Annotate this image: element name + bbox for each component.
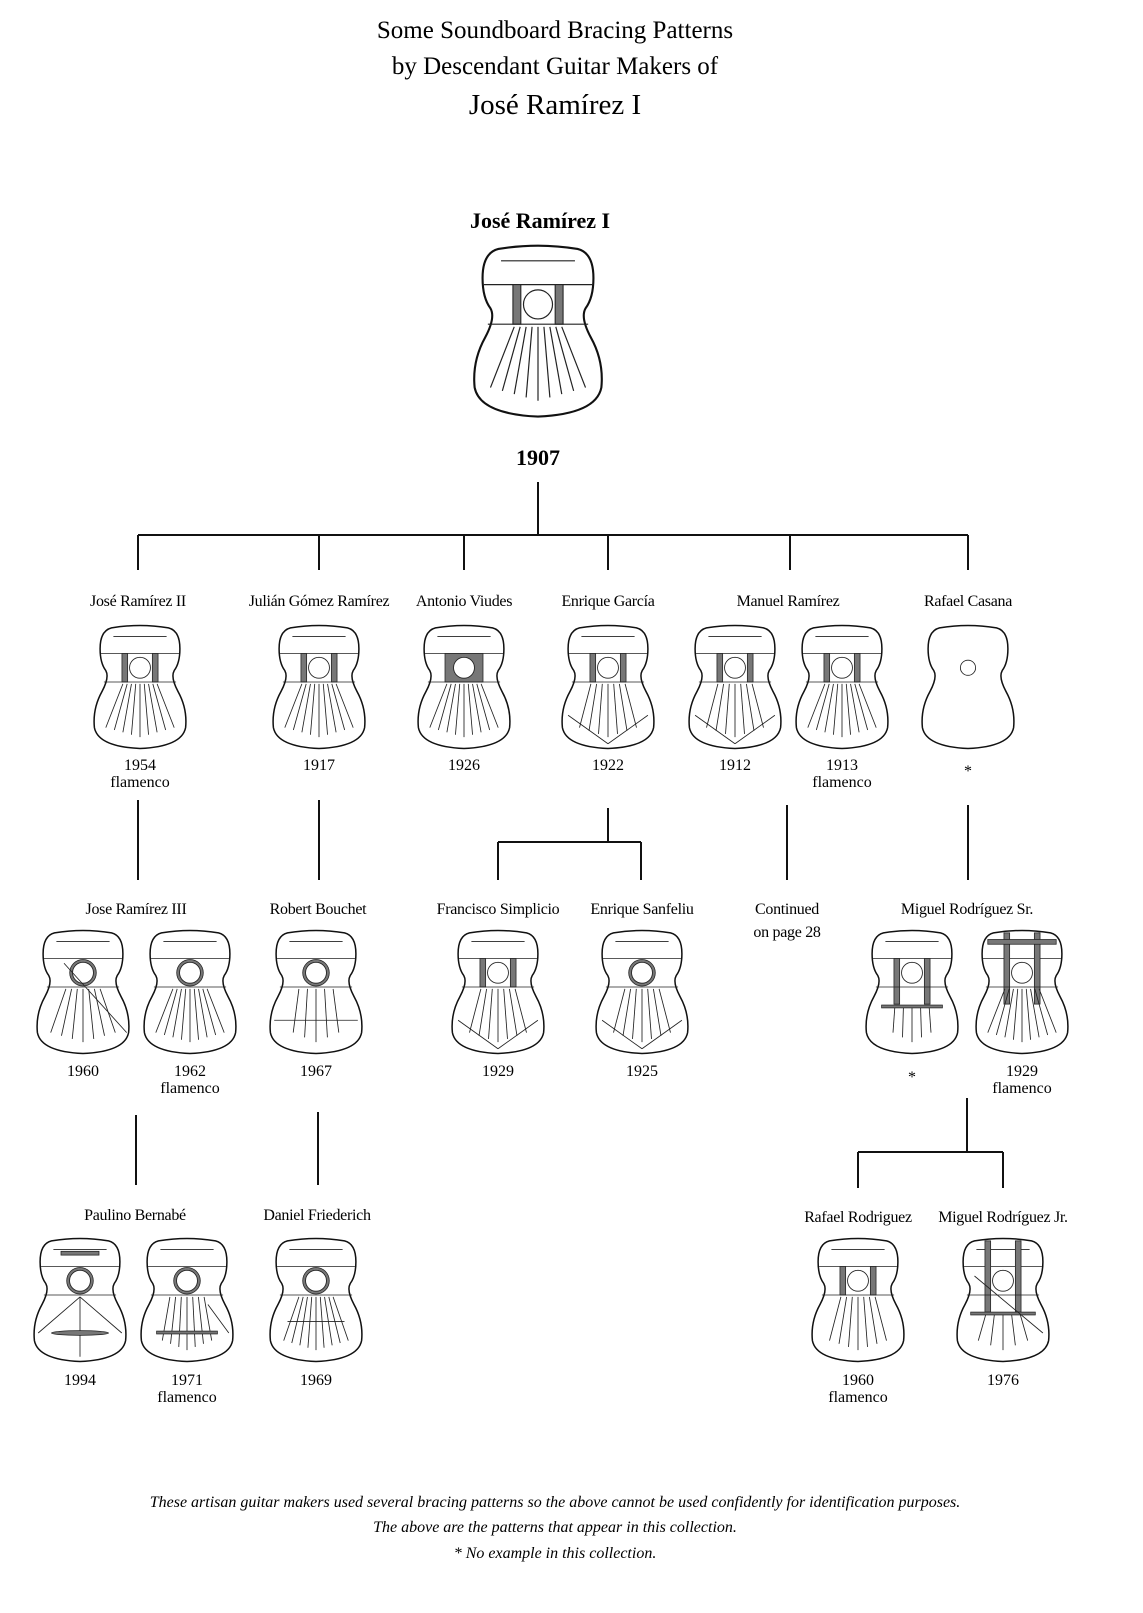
guitar-bracing-diagram	[595, 929, 689, 1055]
guitar-year: 1922	[592, 757, 624, 774]
guitar-year: 1917	[303, 757, 335, 774]
guitar-bracing-diagram	[140, 1237, 234, 1363]
guitar-year: 1929	[1006, 1063, 1038, 1080]
title-line-3: José Ramírez I	[469, 89, 641, 121]
guitar-type-note: flamenco	[812, 774, 872, 791]
guitar-year: *	[908, 1069, 916, 1086]
guitar-year: 1929	[482, 1063, 514, 1080]
title-line-1: Some Soundboard Bracing Patterns	[377, 17, 733, 44]
maker-name: Antonio Viudes	[416, 593, 512, 610]
guitar-bracing-diagram	[417, 624, 511, 750]
guitar-year: 1994	[64, 1372, 96, 1389]
maker-name: Julián Gómez Ramírez	[249, 593, 390, 610]
guitar-bracing-diagram	[451, 929, 545, 1055]
guitar-bracing-diagram	[269, 1237, 363, 1363]
root-guitar-year: 1907	[516, 445, 560, 470]
title-line-2: by Descendant Guitar Makers of	[392, 53, 719, 80]
maker-name: Enrique García	[561, 593, 654, 610]
guitar-year: 1967	[300, 1063, 332, 1080]
guitar-bracing-diagram	[473, 244, 603, 418]
guitar-year: 1960	[842, 1372, 874, 1389]
maker-name: Miguel Rodríguez Sr.	[901, 901, 1033, 918]
guitar-bracing-diagram	[688, 624, 782, 750]
guitar-bracing-diagram	[561, 624, 655, 750]
guitar-bracing-diagram	[811, 1237, 905, 1363]
guitars	[33, 244, 1069, 1363]
guitar-year: 1962	[174, 1063, 206, 1080]
maker-name: Rafael Rodriguez	[804, 1209, 912, 1226]
guitar-bracing-diagram	[269, 929, 363, 1055]
guitar-year: 1912	[719, 757, 751, 774]
guitar-year: 1925	[626, 1063, 658, 1080]
footer-note-3: * No example in this collection.	[454, 1545, 657, 1562]
guitar-bracing-diagram	[921, 624, 1015, 750]
guitar-year: 1976	[987, 1372, 1019, 1389]
guitar-bracing-diagram	[36, 929, 130, 1055]
guitar-bracing-diagram	[865, 929, 959, 1055]
guitar-bracing-diagram	[33, 1237, 127, 1363]
guitar-year: 1913	[826, 757, 858, 774]
footer-note-2: The above are the patterns that appear i…	[373, 1519, 737, 1536]
maker-name: Rafael Casana	[924, 593, 1012, 610]
maker-note: on page 28	[753, 924, 821, 941]
maker-name: Robert Bouchet	[270, 901, 368, 918]
maker-name: José Ramírez II	[90, 593, 186, 610]
maker-name: Miguel Rodríguez Jr.	[938, 1209, 1068, 1226]
guitar-year: 1954	[124, 757, 156, 774]
maker-name: Daniel Friederich	[263, 1207, 371, 1224]
guitar-year: 1960	[67, 1063, 99, 1080]
maker-name: Jose Ramírez III	[86, 901, 187, 918]
maker-name: Continued	[755, 901, 819, 918]
guitar-type-note: flamenco	[110, 774, 170, 791]
guitar-type-note: flamenco	[157, 1389, 217, 1406]
maker-name: Francisco Simplicio	[437, 901, 560, 918]
footer-note-1: These artisan guitar makers used several…	[150, 1494, 961, 1511]
guitar-bracing-diagram	[93, 624, 187, 750]
guitar-type-note: flamenco	[828, 1389, 888, 1406]
guitar-bracing-diagram	[975, 929, 1069, 1055]
guitar-year: *	[964, 763, 972, 780]
guitar-type-note: flamenco	[160, 1080, 220, 1097]
guitar-bracing-diagram	[272, 624, 366, 750]
guitar-bracing-diagram	[143, 929, 237, 1055]
guitar-bracing-diagram	[795, 624, 889, 750]
guitar-year: 1926	[448, 757, 480, 774]
maker-name: Manuel Ramírez	[737, 593, 840, 610]
connector-lines	[135, 482, 1004, 1188]
guitar-year: 1971	[171, 1372, 203, 1389]
maker-name: Enrique Sanfeliu	[590, 901, 693, 918]
guitar-bracing-diagram	[956, 1237, 1050, 1363]
guitar-year: 1969	[300, 1372, 332, 1389]
maker-name: Paulino Bernabé	[84, 1207, 186, 1224]
root-maker-name: José Ramírez I	[470, 208, 610, 233]
guitar-type-note: flamenco	[992, 1080, 1052, 1097]
